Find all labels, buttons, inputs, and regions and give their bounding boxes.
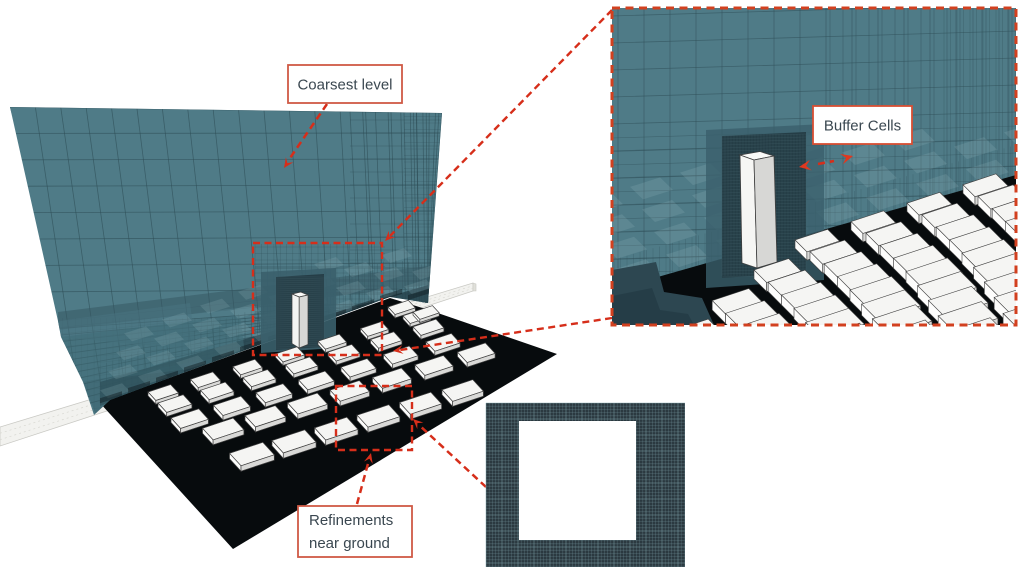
svg-text:near ground: near ground [309,535,390,552]
svg-text:Buffer Cells: Buffer Cells [824,118,901,135]
svg-text:Coarsest level: Coarsest level [297,77,392,94]
svg-text:Refinements: Refinements [309,512,393,529]
